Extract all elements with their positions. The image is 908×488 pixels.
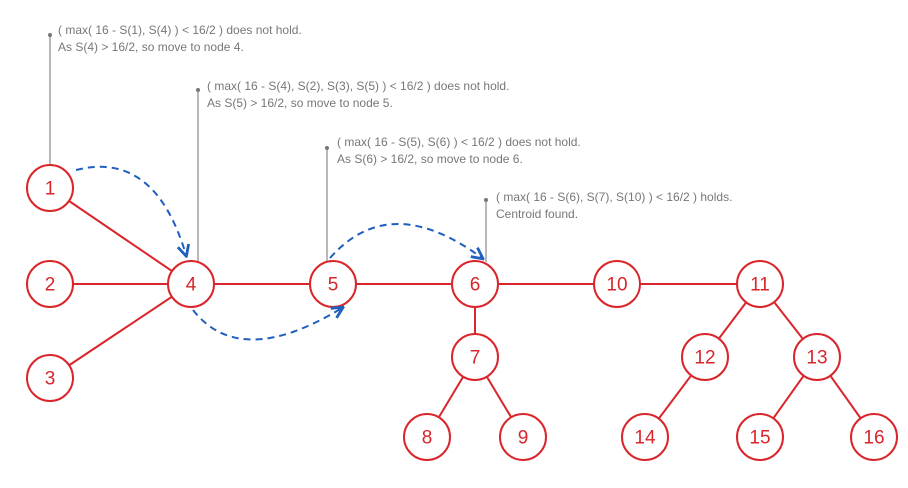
tree-node-9: 9 [499,413,547,461]
node-circle [403,413,451,461]
tree-edge-3-4 [49,283,192,379]
node-label: 15 [749,428,770,449]
move-arrow-1-4 [75,165,186,255]
leader-dot [48,33,52,37]
tree-node-16: 16 [850,413,898,461]
annotation-line1: ( max( 16 - S(1), S(4) ) < 16/2 ) does n… [58,23,302,37]
annotation-node-1: ( max( 16 - S(1), S(4) ) < 16/2 ) does n… [48,23,302,165]
tree-node-3: 3 [26,354,74,402]
node-label: 12 [694,348,715,369]
leader-dot [484,198,488,202]
node-label: 10 [606,275,627,296]
node-label: 8 [422,428,433,449]
tree-node-14: 14 [621,413,669,461]
move-arrow-4-5 [192,308,342,341]
tree-node-2: 2 [26,260,74,308]
annotation-line1: ( max( 16 - S(4), S(2), S(3), S(5) ) < 1… [207,79,509,93]
annotation-node-5: ( max( 16 - S(5), S(6) ) < 16/2 ) does n… [325,135,581,262]
leader-dot [325,146,329,150]
node-circle [593,260,641,308]
node-circle [26,354,74,402]
node-label: 13 [806,348,827,369]
annotation-line1: ( max( 16 - S(5), S(6) ) < 16/2 ) does n… [337,135,581,149]
node-label: 11 [750,275,770,296]
tree-node-6: 6 [451,260,499,308]
node-circle [736,413,784,461]
node-label: 9 [518,428,529,449]
node-label: 4 [186,275,197,296]
annotation-line2: As S(4) > 16/2, so move to node 4. [58,40,244,54]
node-circle [736,260,784,308]
node-circle [621,413,669,461]
node-label: 16 [863,428,884,449]
annotation-line1: ( max( 16 - S(6), S(7), S(10) ) < 16/2 )… [496,190,732,204]
annotation-line2: As S(6) > 16/2, so move to node 6. [337,152,523,166]
node-circle [850,413,898,461]
tree-edge-1-4 [49,187,192,285]
tree-node-13: 13 [793,333,841,381]
tree-node-11: 11 [736,260,784,308]
tree-node-4: 4 [167,260,215,308]
tree-node-12: 12 [681,333,729,381]
node-label: 14 [634,428,656,449]
annotation-line2: As S(5) > 16/2, so move to node 5. [207,96,393,110]
node-circle [681,333,729,381]
node-circle [167,260,215,308]
tree-node-8: 8 [403,413,451,461]
annotation-node-4: ( max( 16 - S(4), S(2), S(3), S(5) ) < 1… [196,79,509,262]
node-label: 3 [45,369,56,390]
node-label: 1 [45,179,56,200]
tree-node-1: 1 [26,164,74,212]
node-circle [499,413,547,461]
annotation-node-6: ( max( 16 - S(6), S(7), S(10) ) < 16/2 )… [484,190,732,262]
tree-node-7: 7 [451,333,499,381]
move-arrow-5-6 [329,223,482,258]
node-label: 5 [328,275,339,296]
tree-node-5: 5 [309,260,357,308]
annotation-line2: Centroid found. [496,207,578,221]
node-circle [451,260,499,308]
tree-node-15: 15 [736,413,784,461]
node-circle [451,333,499,381]
node-circle [26,260,74,308]
node-circle [26,164,74,212]
node-label: 2 [45,275,56,296]
node-label: 7 [470,348,481,369]
leader-dot [196,88,200,92]
node-circle [793,333,841,381]
tree-node-10: 10 [593,260,641,308]
node-label: 6 [470,275,481,296]
